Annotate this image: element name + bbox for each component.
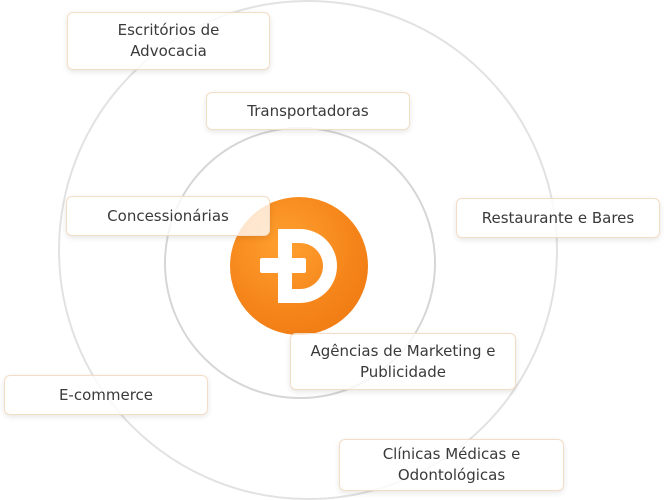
segment-text-line: Publicidade xyxy=(359,362,446,381)
segment-label-restaurante: Restaurante e Bares xyxy=(456,198,660,238)
segment-text-line: Odontológicas xyxy=(397,466,506,484)
segment-text-line: Restaurante e Bares xyxy=(481,208,635,227)
segment-text-line: E-commerce xyxy=(58,385,154,404)
segment-label-ecommerce: E-commerce xyxy=(4,375,208,415)
brand-d-logo-icon xyxy=(230,197,368,335)
segment-text-line: Clínicas Médicas e xyxy=(382,445,521,463)
segment-label-concessionarias: Concessionárias xyxy=(66,196,270,236)
segment-text-line: Transportadoras xyxy=(247,101,369,120)
segment-text-line: Concessionárias xyxy=(107,206,229,225)
segment-label-escritorios: Escritórios de Advocacia xyxy=(67,12,270,70)
outer-ring xyxy=(58,0,558,500)
segment-text-line: Advocacia xyxy=(130,42,207,60)
segment-label-transportadoras: Transportadoras xyxy=(206,92,410,130)
segment-text-line: Escritórios de xyxy=(117,21,220,39)
segment-text-line: Agências de Marketing e xyxy=(310,341,496,360)
segment-label-agencias: Agências de Marketing e Publicidade xyxy=(290,333,516,390)
segment-label-clinicas: Clínicas Médicas e Odontológicas xyxy=(339,439,564,491)
